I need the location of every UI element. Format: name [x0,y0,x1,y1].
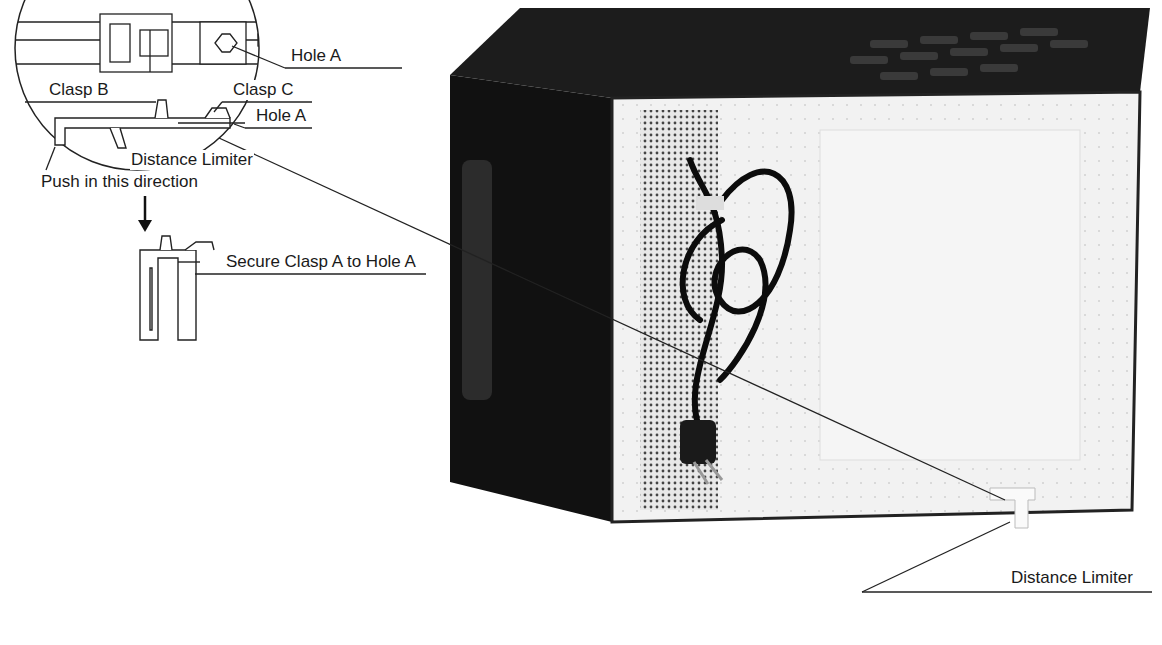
leader-line [219,138,1005,500]
limiter-front-view [140,236,214,340]
part-label: Distance Limiter [1010,568,1134,588]
part-label: Push in this direction [40,172,199,192]
leader-line [862,522,1152,592]
part-label: Clasp B [48,80,110,100]
microwave-photo [450,8,1150,528]
part-label: Hole A [290,46,342,66]
direction-arrow [138,196,152,232]
part-label: Secure Clasp A to Hole A [225,252,417,272]
magnified-view [0,0,270,170]
leader-line [195,273,426,274]
part-label: Hole A [255,106,307,126]
leader-line [25,102,312,170]
part-label: Clasp C [232,80,294,100]
limiter-side-view [55,100,245,148]
part-label: Distance Limiter [130,150,254,170]
leader-line [232,46,402,68]
